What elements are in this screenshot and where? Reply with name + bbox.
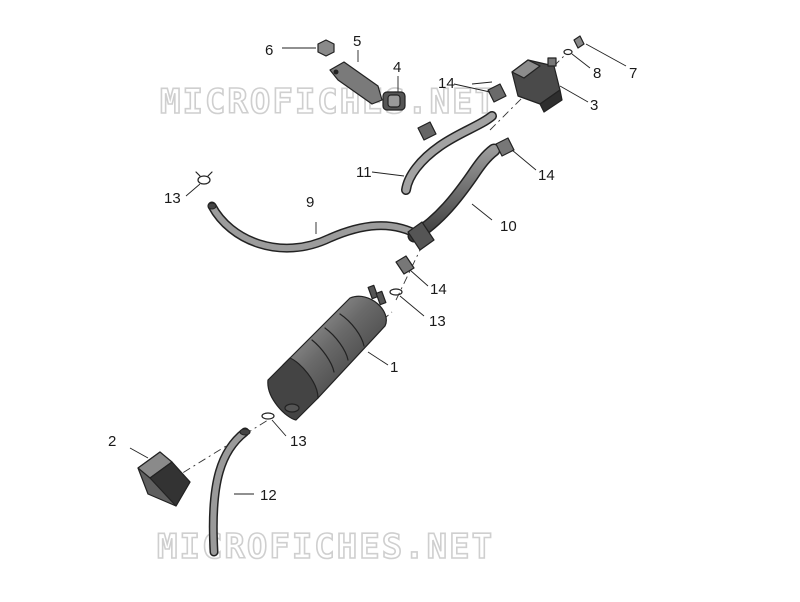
nut (317, 39, 335, 57)
long-hose (207, 201, 425, 253)
callout-13-middle: 13 (429, 313, 446, 330)
filter-canister (267, 284, 387, 421)
o-ring-middle (389, 288, 403, 296)
sleeve-right (495, 137, 515, 157)
callout-12: 12 (260, 487, 277, 504)
lower-hose (208, 427, 251, 557)
callout-7: 7 (629, 65, 637, 82)
callout-5: 5 (353, 33, 361, 50)
callout-8: 8 (593, 65, 601, 82)
o-ring-lower (261, 412, 275, 420)
callout-4: 4 (393, 59, 401, 76)
valve (511, 57, 563, 113)
small-plug (573, 35, 585, 49)
watermark-top: MICROFICHES.NET (160, 82, 497, 122)
callout-1: 1 (390, 359, 398, 376)
grommet (382, 91, 406, 111)
callout-6: 6 (265, 42, 273, 59)
callout-9: 9 (306, 194, 314, 211)
small-o-ring (563, 48, 573, 56)
bent-hose (407, 143, 501, 251)
callout-10: 10 (500, 218, 517, 235)
sleeve-top (487, 83, 507, 103)
hose-clip-top (195, 171, 213, 185)
callout-14-middle: 14 (430, 281, 447, 298)
upper-hose (401, 111, 497, 195)
callout-3: 3 (590, 97, 598, 114)
leader-lines (129, 43, 627, 495)
callout-14-right: 14 (538, 167, 555, 184)
clamp-block (137, 451, 191, 507)
callout-13-top: 13 (164, 190, 181, 207)
callout-11: 11 (356, 164, 372, 181)
bracket (329, 61, 383, 105)
watermark-bottom: MICROFICHES.NET (157, 527, 494, 567)
callout-13-lower: 13 (290, 433, 307, 450)
callout-14-top: 14 (438, 75, 455, 92)
sleeve-middle (395, 255, 415, 275)
callout-2: 2 (108, 433, 116, 450)
